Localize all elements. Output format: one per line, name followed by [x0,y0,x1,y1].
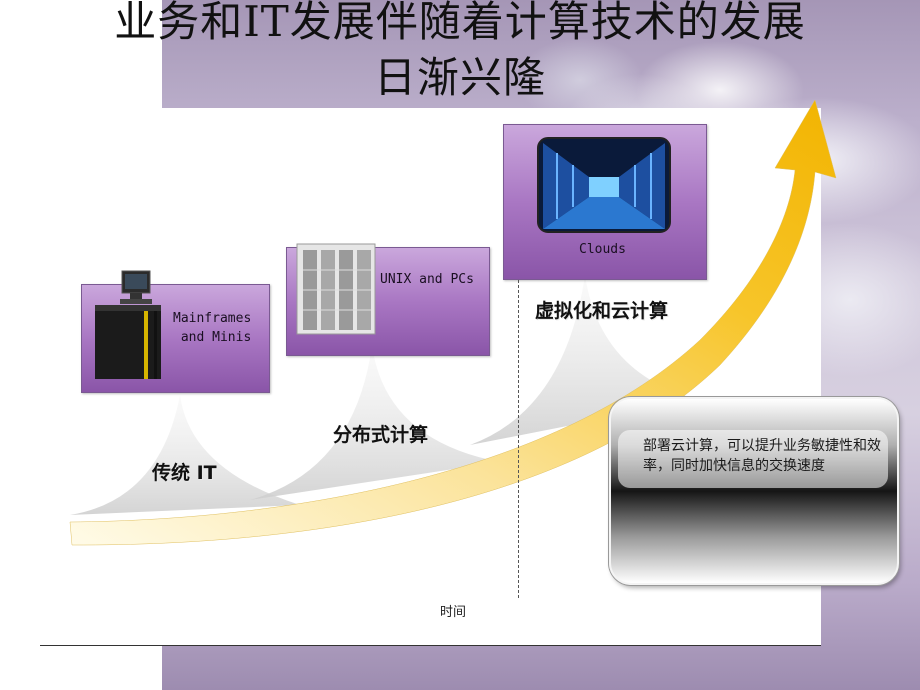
unix-pcs-box: UNIX and PCs [286,243,490,356]
clouds-box-label: Clouds [579,242,626,257]
callout-text: 部署云计算，可以提升业务敏捷性和效率，同时加快信息的交换速度 [643,438,881,474]
callout-highlight [618,430,888,488]
slide-title-line-2: 日渐兴隆 [373,53,546,102]
slide-title: 业务和IT发展伴随着计算技术的发展 日渐兴隆 [0,0,920,106]
callout-box [609,397,899,585]
mainframes-box-label: Mainframes and Minis [173,311,252,345]
unix-pcs-box-label: UNIX and PCs [380,272,474,287]
server-rack-image [296,243,376,335]
mainframe-computer-image [95,270,161,379]
mainframes-box: Mainframes and Minis [81,270,270,393]
stage-label-distributed: 分布式计算 [333,424,429,446]
datacenter-aisle-image [537,137,671,233]
clouds-box: Clouds [503,124,707,280]
slide-title-line-1: 业务和IT发展伴随着计算技术的发展 [114,0,806,46]
mainframe-stage-spike [70,395,300,515]
stage-label-virtualization-cloud: 虚拟化和云计算 [535,300,669,322]
stage-label-traditional-it: 传统 IT [152,462,217,484]
timeline-divider [518,280,519,598]
distributed-stage-spike [250,345,500,500]
growth-arrow-body [69,99,837,546]
bottom-rule [40,645,821,646]
time-axis-label: 时间 [440,605,467,620]
